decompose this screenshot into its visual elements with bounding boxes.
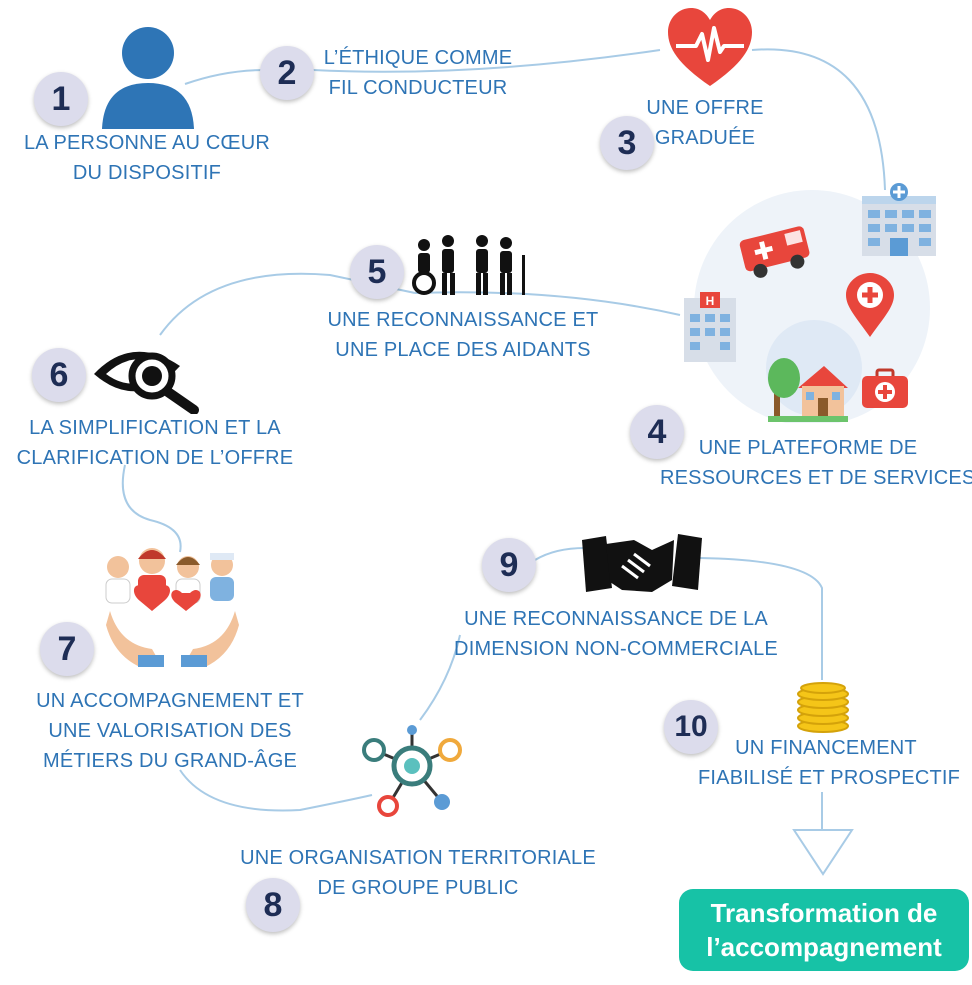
path-9-10 (699, 557, 823, 680)
caregivers-icon (410, 235, 535, 302)
path-6-7 (121, 464, 182, 553)
step-10-badge: 10 (664, 700, 718, 754)
map-pin-icon (846, 273, 894, 342)
path-8-9 (419, 634, 461, 721)
path-6-5 (159, 272, 416, 336)
person-icon (100, 25, 196, 134)
step-8-badge: 8 (246, 878, 300, 932)
eye-search-icon (92, 338, 204, 419)
house-icon (768, 358, 848, 427)
step-4-badge: 4 (630, 405, 684, 459)
outcome-line-2: l’accompagnement (706, 932, 942, 962)
step-1-badge: 1 (34, 72, 88, 126)
clinic-icon: H (682, 292, 738, 367)
first-aid-kit-icon (862, 368, 908, 413)
outcome-box: Transformation de l’accompagnement (679, 889, 969, 971)
step-5-badge: 5 (350, 245, 404, 299)
network-icon (358, 722, 468, 827)
path-3-4 (751, 48, 886, 191)
path-7-8 (179, 769, 373, 812)
outcome-line-1: Transformation de (710, 898, 938, 928)
arrow-down-icon (792, 828, 854, 881)
hospital-building-icon (858, 182, 940, 262)
path-1-2 (184, 69, 266, 85)
ambulance-icon (738, 222, 818, 283)
step-2-badge: 2 (260, 46, 314, 100)
step-3-badge: 3 (600, 116, 654, 170)
step-6-badge: 6 (32, 348, 86, 402)
step-9-badge: 9 (482, 538, 536, 592)
svg-text:H: H (706, 294, 715, 308)
heart-pulse-icon (668, 8, 752, 93)
step-7-badge: 7 (40, 622, 94, 676)
path-2-3 (312, 49, 661, 73)
coin-stack-icon (796, 682, 850, 739)
handshake-icon (582, 530, 702, 605)
care-team-hands-icon (100, 545, 245, 675)
path-9-mid (534, 547, 586, 561)
